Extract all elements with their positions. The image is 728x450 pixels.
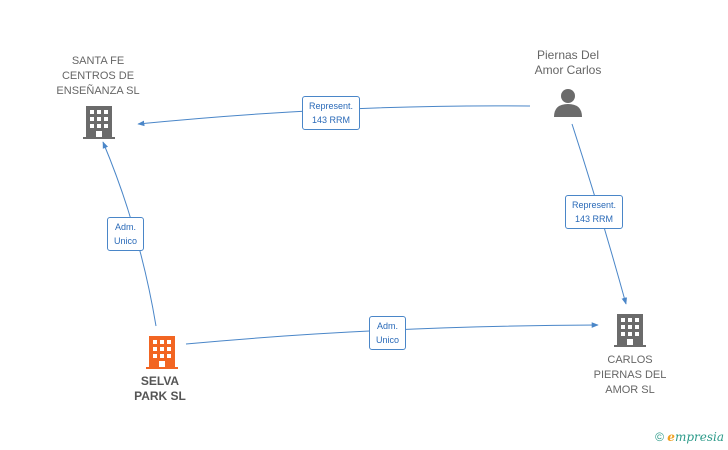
footer-brand: © empresia xyxy=(655,430,724,444)
edge-label-adm-unico: Adm. Unico xyxy=(369,316,407,350)
copyright-symbol: © xyxy=(655,430,664,444)
person-icon[interactable] xyxy=(554,89,582,117)
node-label-selva-park[interactable]: SELVA PARK SL xyxy=(134,374,186,403)
empresia-logo-text: mpresia xyxy=(674,430,724,444)
node-label-santa-fe[interactable]: SANTA FE CENTROS DE ENSEÑANZA SL xyxy=(56,55,140,97)
empresia-logo-e: e xyxy=(667,430,675,444)
building-icon[interactable] xyxy=(614,314,646,347)
building-icon-highlighted[interactable] xyxy=(146,336,178,369)
edge-label-adm-unico: Adm. Unico xyxy=(107,217,145,251)
edge-label-represent: Represent. 143 RRM xyxy=(565,195,624,229)
node-label-carlos-piernas[interactable]: CARLOS PIERNAS DEL AMOR SL xyxy=(593,354,667,396)
edge-label-represent: Represent. 143 RRM xyxy=(302,96,361,130)
building-icon[interactable] xyxy=(83,106,115,139)
node-label-piernas-person[interactable]: Piernas Del Amor Carlos xyxy=(534,48,602,77)
